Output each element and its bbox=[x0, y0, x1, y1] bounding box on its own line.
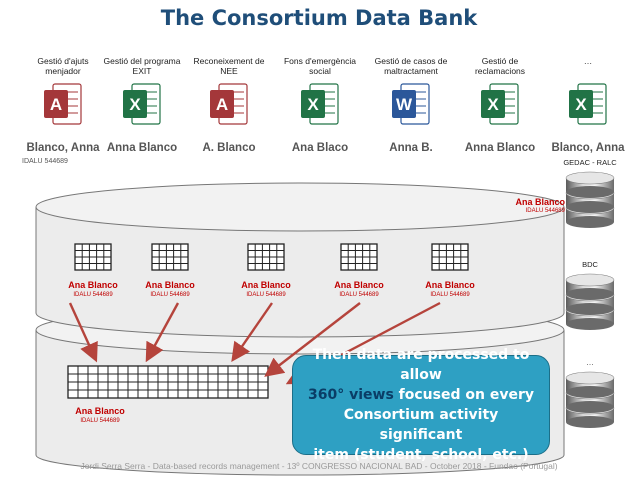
table-grid bbox=[247, 243, 285, 271]
side-database-label: … bbox=[586, 358, 594, 367]
excel-app-icon: X bbox=[480, 82, 520, 126]
record-name: Ana Blanco bbox=[425, 280, 475, 290]
callout-line3: Consortium activity significant bbox=[343, 407, 499, 443]
table-grid bbox=[340, 243, 378, 271]
merged-record-name: Ana Blanco bbox=[75, 406, 125, 416]
callout-line1: Then data are processed to allow bbox=[312, 347, 530, 383]
app-owner-name: Anna Blanco bbox=[106, 142, 178, 154]
svg-text:A: A bbox=[50, 95, 62, 114]
excel-app-icon: X bbox=[122, 82, 162, 126]
app-caption: Gestió d'ajuts menjador bbox=[37, 56, 89, 76]
table-grid bbox=[67, 365, 269, 399]
process-arrow bbox=[145, 302, 180, 363]
processing-callout: Then data are processed to allow 360° vi… bbox=[292, 347, 550, 463]
table-grid bbox=[74, 243, 112, 271]
callout-line4: item (student, school, etc.) bbox=[313, 447, 529, 463]
page-title: The Consortium Data Bank bbox=[160, 6, 478, 30]
access-app-icon: A bbox=[209, 82, 249, 126]
callout-line2: focused on every bbox=[398, 387, 534, 403]
footer-citation: Jordi Serra Serra - Data-based records m… bbox=[80, 461, 558, 471]
record-id: IDALU 544689 bbox=[246, 292, 286, 298]
word-app-icon: W bbox=[391, 82, 431, 126]
process-arrow bbox=[68, 302, 98, 363]
first-owner-id: IDALU 544689 bbox=[22, 158, 68, 165]
app-caption: Reconeixement de NEE bbox=[193, 56, 265, 76]
record-id: IDALU 544689 bbox=[339, 292, 379, 298]
side-record-name: Ana Blanco bbox=[515, 197, 565, 207]
record-name: Ana Blanco bbox=[241, 280, 291, 290]
side-database-label: GEDAC - RALC bbox=[563, 158, 617, 167]
table-grid bbox=[151, 243, 189, 271]
app-caption: Gestió de reclamacions bbox=[474, 56, 526, 76]
app-caption: Gestió de casos de maltractament bbox=[374, 56, 448, 76]
side-database-icon bbox=[565, 273, 615, 330]
app-owner-name: Anna B. bbox=[389, 142, 433, 154]
process-arrow bbox=[264, 302, 361, 377]
svg-text:X: X bbox=[487, 95, 499, 114]
app-caption: … bbox=[583, 56, 593, 66]
svg-text:X: X bbox=[307, 95, 319, 114]
side-record-id: IDALU 544689 bbox=[525, 208, 565, 214]
app-owner-name: A. Blanco bbox=[202, 142, 256, 154]
app-owner-name: Blanco, Anna bbox=[551, 142, 625, 154]
staging-tables bbox=[74, 243, 469, 271]
callout-highlight: 360° views bbox=[308, 387, 394, 403]
app-owner-name: Ana Blaco bbox=[291, 142, 349, 154]
table-grid bbox=[431, 243, 469, 271]
svg-text:X: X bbox=[575, 95, 587, 114]
record-id: IDALU 544689 bbox=[430, 292, 470, 298]
side-database-icon bbox=[565, 371, 615, 428]
side-database-label: BDC bbox=[582, 260, 598, 269]
record-name: Ana Blanco bbox=[145, 280, 195, 290]
app-owner-name: Anna Blanco bbox=[464, 142, 536, 154]
merged-record-id: IDALU 544689 bbox=[80, 418, 120, 424]
app-caption: Fons d'emergència social bbox=[283, 56, 357, 76]
side-databases bbox=[565, 171, 615, 428]
svg-text:X: X bbox=[129, 95, 141, 114]
record-name: Ana Blanco bbox=[334, 280, 384, 290]
record-name: Ana Blanco bbox=[68, 280, 118, 290]
app-caption: Gestió del programa EXIT bbox=[103, 56, 181, 76]
upper-cylinder bbox=[35, 182, 565, 338]
excel-app-icon: X bbox=[300, 82, 340, 126]
excel-app-icon: X bbox=[568, 82, 608, 126]
app-owner-name: Blanco, Anna bbox=[26, 142, 100, 154]
record-id: IDALU 544689 bbox=[150, 292, 190, 298]
process-arrow bbox=[231, 302, 273, 362]
access-app-icon: A bbox=[43, 82, 83, 126]
svg-text:W: W bbox=[396, 95, 413, 114]
merged-table bbox=[67, 365, 269, 399]
record-id: IDALU 544689 bbox=[73, 292, 113, 298]
side-database-icon bbox=[565, 171, 615, 228]
svg-text:A: A bbox=[216, 95, 228, 114]
